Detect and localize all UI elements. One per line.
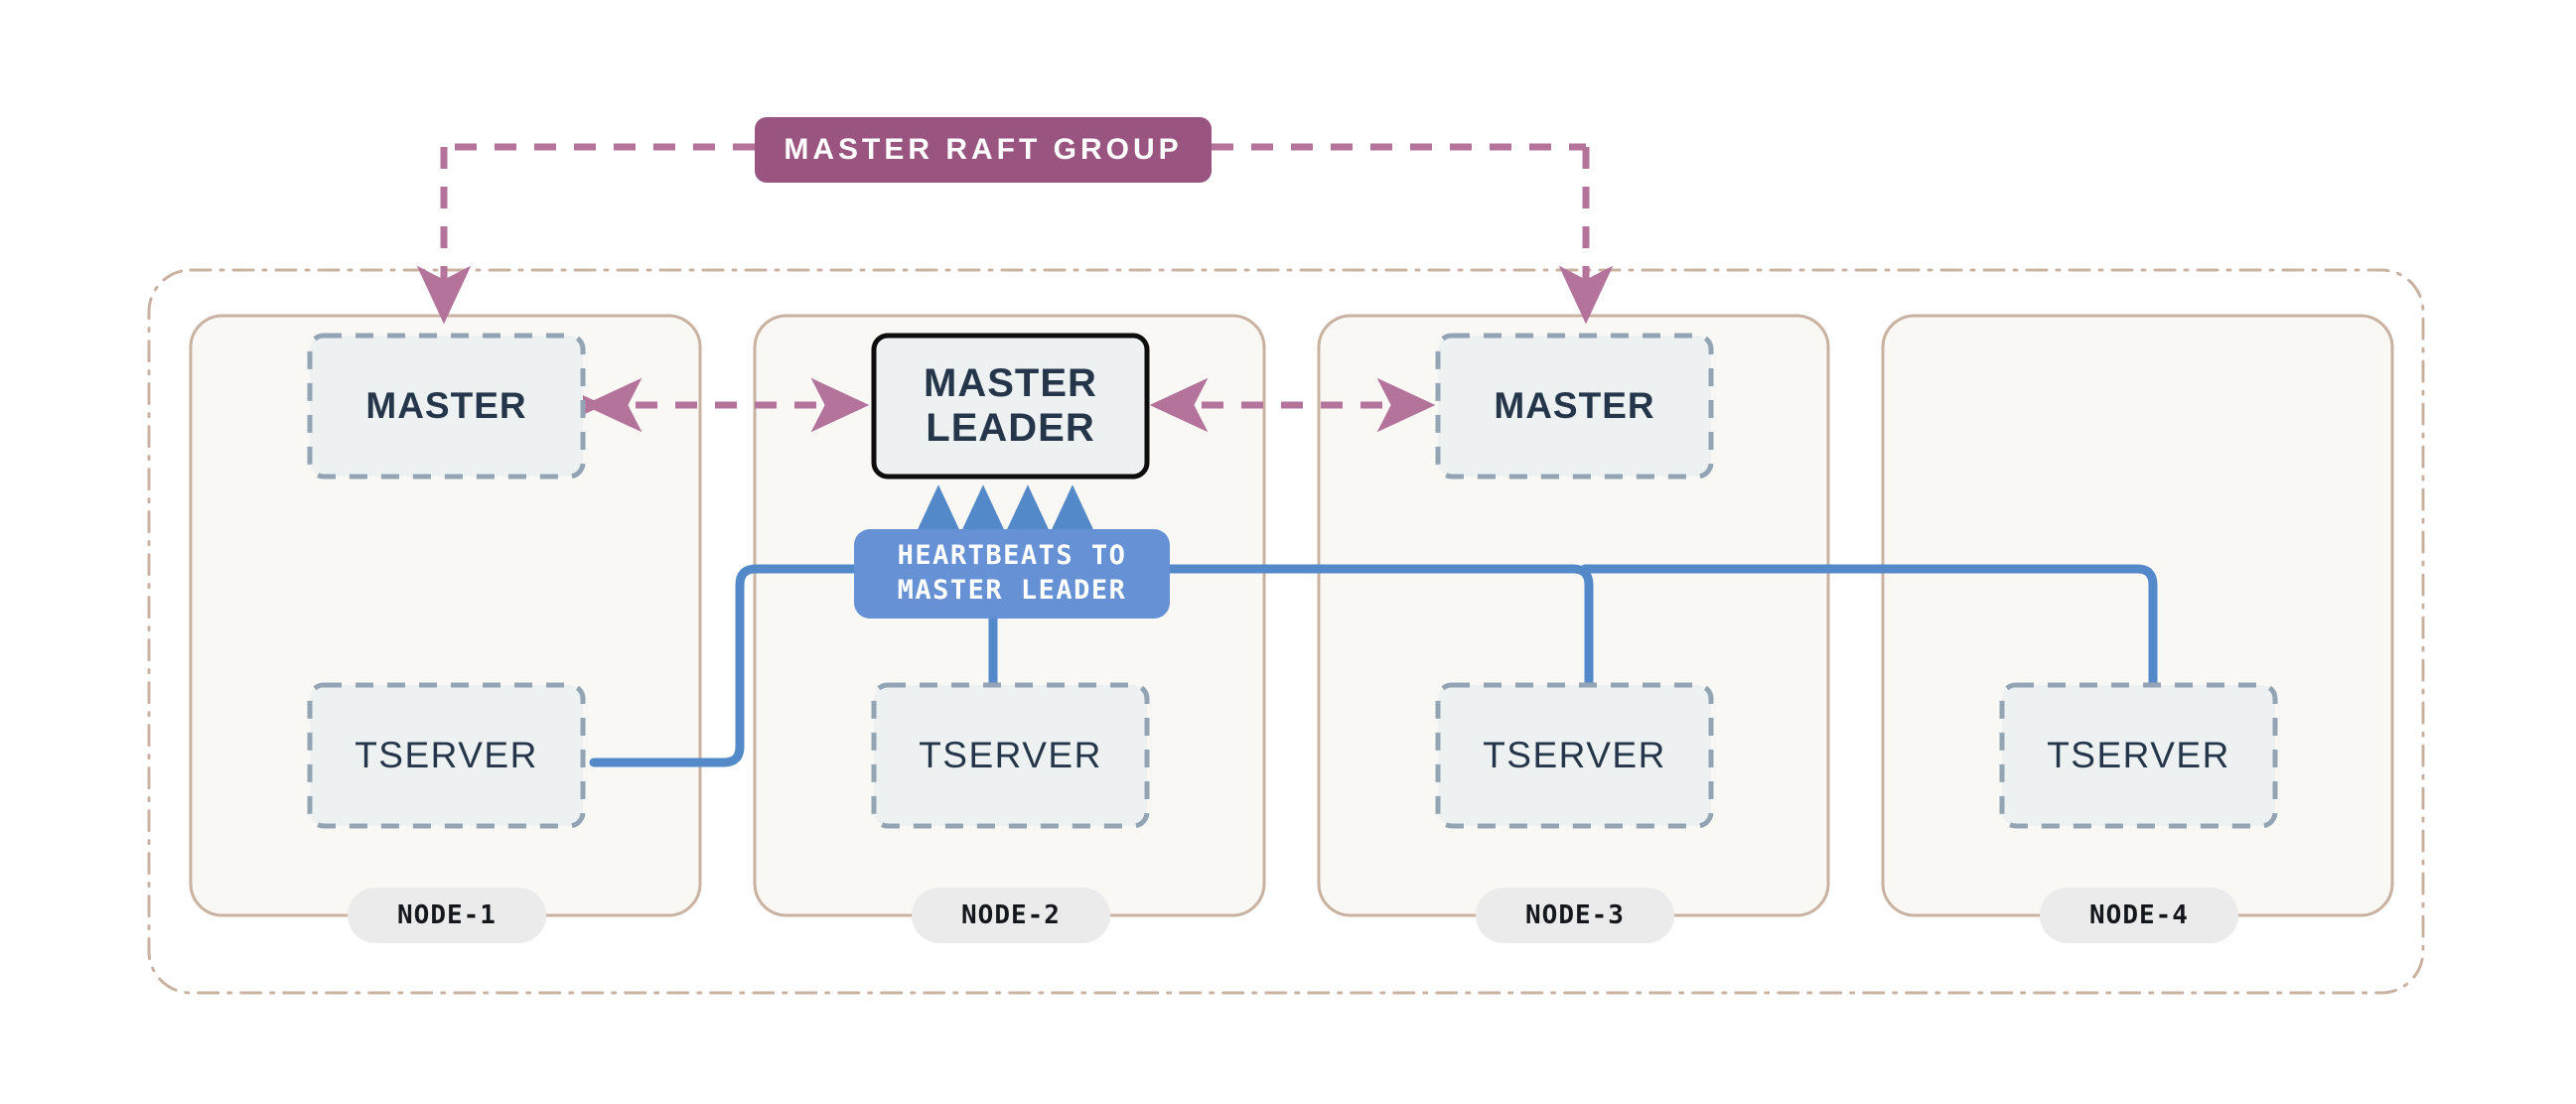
service-box-tserver-node-4[interactable] [1999,682,2278,829]
cluster-container [147,268,2425,995]
service-box-master-node-1[interactable] [307,333,586,480]
service-box-tserver-node-3[interactable] [1435,682,1714,829]
service-box-tserver-node-1[interactable] [307,682,586,829]
node-pill-2 [912,888,1110,943]
service-box-tserver-node-2[interactable] [871,682,1150,829]
service-box-master-leader-node-2[interactable] [871,333,1150,480]
heartbeat-line-node-1 [589,564,866,767]
node-pill-1 [348,888,546,943]
node-pill-4 [2040,888,2238,943]
node-pill-3 [1476,888,1674,943]
master-raft-group-badge [755,117,1212,183]
heartbeats-badge [854,529,1170,619]
heartbeat-line-node-4 [1580,564,2158,693]
service-box-master-node-3[interactable] [1435,333,1714,480]
